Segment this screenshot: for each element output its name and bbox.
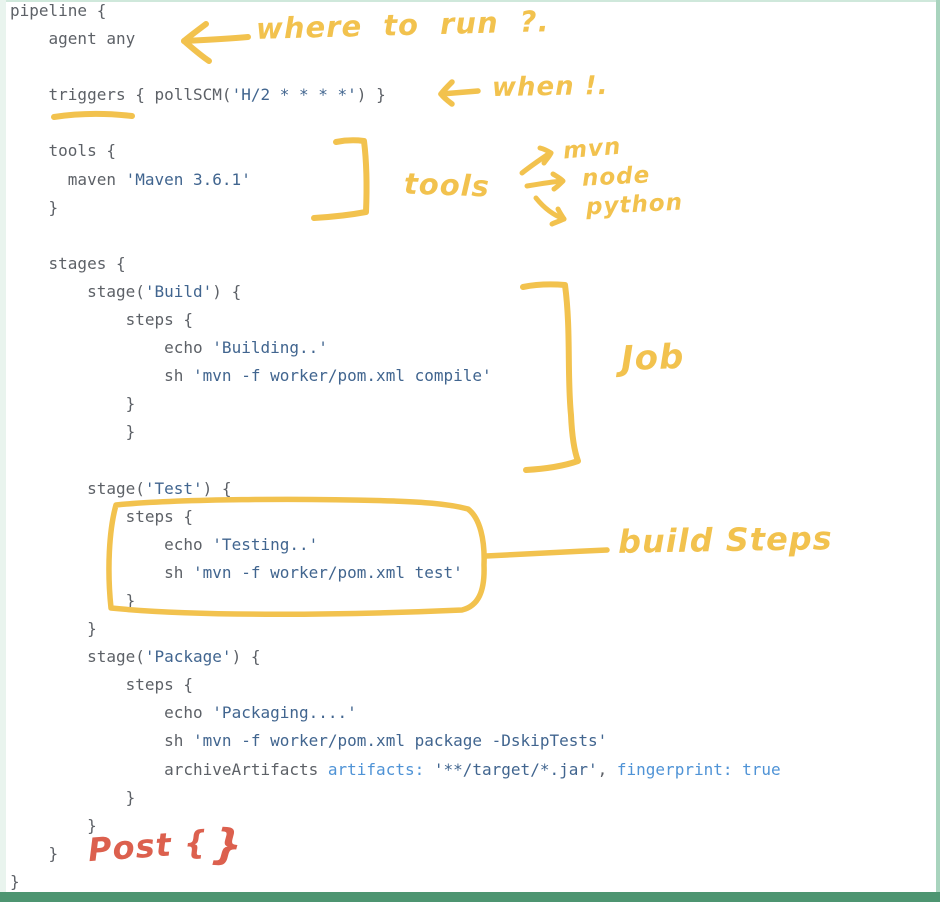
code-line: } (10, 197, 59, 217)
code-line: maven 'Maven 3.6.1' (10, 169, 251, 189)
code-line: sh 'mvn -f worker/pom.xml package -Dskip… (10, 731, 608, 751)
code-line: steps { (10, 310, 194, 330)
annotation-build-steps: build Steps (617, 519, 833, 561)
annotation-tools: tools (403, 166, 491, 204)
code-line: } (10, 871, 20, 891)
code-line (10, 53, 781, 81)
code-line: stage('Test') { (10, 478, 232, 498)
code-line: } (10, 394, 136, 414)
code-line: sh 'mvn -f worker/pom.xml compile' (10, 366, 492, 386)
annotation-post-close: } (210, 818, 245, 871)
code-line: sh 'mvn -f worker/pom.xml test' (10, 562, 463, 582)
code-line (10, 109, 781, 137)
annotation-job: Job (620, 336, 686, 380)
code-line: } (10, 590, 136, 610)
code-line: pipeline { (10, 1, 107, 20)
annotation-mvn: mvn (561, 133, 623, 165)
code-line: tools { (10, 141, 116, 161)
bottom-green-bar (0, 892, 940, 902)
left-margin-strip (0, 0, 6, 902)
code-line: } (10, 787, 136, 807)
code-line: archiveArtifacts artifacts: '**/target/*… (10, 759, 781, 779)
annotation-when: when !. (491, 70, 609, 104)
code-line: stage('Package') { (10, 647, 261, 667)
code-line: } (10, 422, 136, 442)
annotation-node: node (581, 162, 651, 192)
code-line (10, 222, 781, 250)
code-line: agent any (10, 29, 136, 49)
right-edge-line (936, 0, 940, 902)
code-line: } (10, 843, 59, 863)
code-line: echo 'Building..' (10, 338, 328, 358)
code-line: } (10, 619, 97, 639)
pipeline-code-block: pipeline { agent any triggers { pollSCM(… (10, 0, 781, 896)
code-line: steps { (10, 675, 194, 695)
code-line (10, 447, 781, 475)
code-line: stage('Build') { (10, 281, 242, 301)
annotation-python: python (585, 189, 684, 221)
code-line: triggers { pollSCM('H/2 * * * *') } (10, 85, 386, 105)
code-line: echo 'Packaging....' (10, 703, 357, 723)
code-line: stages { (10, 253, 126, 273)
top-edge-line (0, 0, 940, 2)
code-line: } (10, 815, 97, 835)
